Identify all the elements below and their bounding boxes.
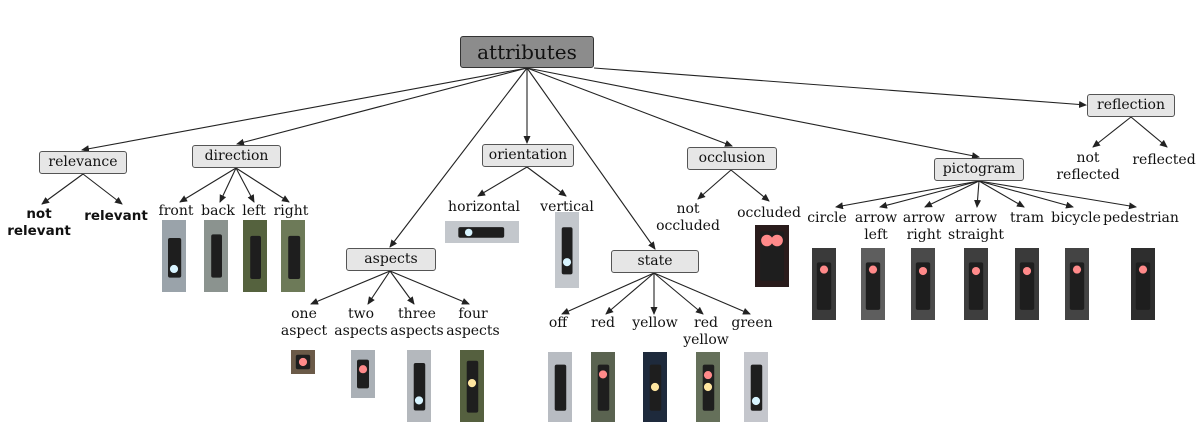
traffic-light-photo-red-yellow — [696, 352, 720, 422]
value-relevant: relevant — [84, 208, 148, 224]
edge-orientation-to-vertical — [526, 166, 567, 197]
traffic-light-photo-tram — [1015, 248, 1039, 320]
edge-pictogram-to-bicycle — [978, 180, 1074, 209]
traffic-light-photo-one-aspect — [291, 350, 315, 374]
edge-root-to-pictogram — [526, 67, 980, 160]
value-bicycle: bicycle — [1051, 210, 1101, 226]
node-direction: direction — [192, 145, 281, 168]
value-off: off — [548, 315, 568, 331]
edge-root-to-relevance — [81, 67, 528, 153]
traffic-light-photo-back — [204, 220, 228, 292]
edge-pictogram-to-tram — [978, 180, 1025, 208]
traffic-light-photo-horizontal — [445, 221, 519, 243]
edge-relevance-to-not-relevant — [41, 173, 84, 205]
edge-pictogram-to-circle — [835, 180, 980, 210]
edge-pictogram-to-pedestrian — [978, 180, 1137, 210]
value-green: green — [731, 315, 773, 331]
edge-reflection-to-not-reflected — [1092, 116, 1132, 148]
edge-root-to-occlusion — [526, 67, 733, 147]
edge-aspects-to-one — [310, 270, 391, 305]
edge-aspects-to-four — [389, 270, 470, 305]
edge-relevance-to-relevant — [82, 173, 123, 205]
edge-occlusion-to-not-occluded — [697, 169, 732, 200]
edge-root-to-aspects — [389, 67, 528, 248]
traffic-light-photo-front — [162, 220, 186, 292]
value-pedestrian: pedestrian — [1103, 210, 1179, 226]
value-front: front — [158, 203, 194, 219]
edge-direction-to-front — [179, 167, 237, 203]
edge-direction-to-left — [235, 167, 255, 203]
node-aspects: aspects — [346, 248, 436, 271]
edge-pictogram-to-arrow-left — [879, 180, 980, 209]
traffic-light-photo-arrow-left — [861, 248, 885, 320]
root-node-attributes: attributes — [460, 36, 594, 68]
traffic-light-photo-four-aspects — [460, 350, 484, 422]
value-occluded: occluded — [737, 205, 801, 221]
node-relevance: relevance — [39, 151, 127, 174]
node-reflection: reflection — [1087, 94, 1175, 117]
edge-pictogram-to-arrow-right — [924, 180, 980, 208]
edge-orientation-to-horizontal — [477, 166, 528, 197]
edge-direction-to-back — [219, 167, 237, 203]
edge-pictogram-to-arrow-straight — [974, 180, 982, 208]
value-tram: tram — [1010, 210, 1044, 226]
traffic-light-photo-pedestrian — [1131, 248, 1155, 320]
traffic-light-photo-three-aspects — [407, 350, 431, 422]
value-reflected: reflected — [1132, 152, 1196, 168]
edge-root-to-state — [526, 67, 656, 250]
value-back: back — [201, 203, 235, 219]
traffic-light-photo-arrow-right — [911, 248, 935, 320]
value-circle: circle — [807, 210, 847, 226]
traffic-light-photo-left — [243, 220, 267, 292]
value-vertical: vertical — [540, 199, 594, 215]
traffic-light-photo-right — [281, 220, 305, 292]
traffic-light-photo-off — [548, 352, 572, 422]
value-left: left — [242, 203, 266, 219]
node-state: state — [611, 250, 699, 273]
traffic-light-photo-bicycle — [1065, 248, 1089, 320]
traffic-light-photo-two-aspects — [351, 350, 375, 398]
traffic-light-photo-occluded — [755, 225, 789, 287]
traffic-light-photo-green — [744, 352, 768, 422]
value-red: red — [591, 315, 615, 331]
edge-aspects-to-three — [389, 270, 415, 305]
value-right: right — [273, 203, 309, 219]
traffic-light-photo-yellow — [643, 352, 667, 422]
edge-direction-to-right — [235, 167, 290, 203]
edge-aspects-to-two — [367, 270, 391, 305]
node-orientation: orientation — [482, 144, 574, 167]
traffic-light-photo-arrow-straight — [964, 248, 988, 320]
edge-root-to-direction — [236, 67, 528, 146]
traffic-light-photo-red — [591, 352, 615, 422]
edge-root-to-reflection — [593, 67, 1087, 108]
edge-reflection-to-reflected — [1130, 116, 1168, 148]
value-yellow: yellow — [632, 315, 678, 331]
edge-state-to-off — [561, 272, 655, 315]
node-pictogram: pictogram — [934, 158, 1024, 181]
traffic-light-photo-circle — [812, 248, 836, 320]
value-horizontal: horizontal — [448, 199, 520, 215]
traffic-light-photo-vertical — [555, 212, 579, 288]
edge-state-to-green — [653, 272, 751, 315]
node-occlusion: occlusion — [687, 147, 777, 170]
edge-state-to-red-yellow — [653, 272, 704, 315]
edge-state-to-red — [605, 272, 655, 315]
edge-occlusion-to-occluded — [730, 169, 770, 202]
